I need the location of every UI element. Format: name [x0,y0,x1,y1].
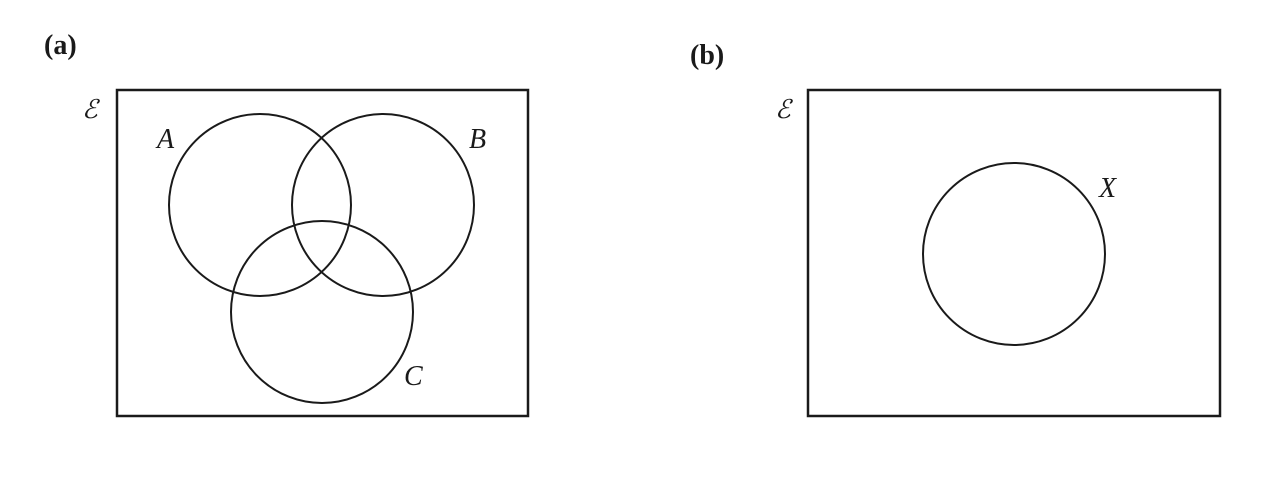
panel-a-label: (a) [44,30,77,61]
panel-b-label: (b) [690,40,725,71]
set-label-a: A [155,124,175,155]
set-label-x: X [1098,173,1117,204]
set-label-b: B [469,124,486,155]
set-circle-a [168,113,352,297]
set-label-c: C [404,361,423,392]
universal-symbol-b: ℰ [775,95,793,124]
venn-diagram-b: ℰ X [775,88,1222,418]
universal-symbol-a: ℰ [82,95,100,124]
universal-set-frame-b [806,88,1222,418]
set-circle-c [230,220,414,404]
set-circle-x [922,162,1106,346]
set-circle-b [291,113,475,297]
universal-set-frame-a [115,88,530,418]
venn-diagram-a: ℰ A B C [82,88,530,418]
